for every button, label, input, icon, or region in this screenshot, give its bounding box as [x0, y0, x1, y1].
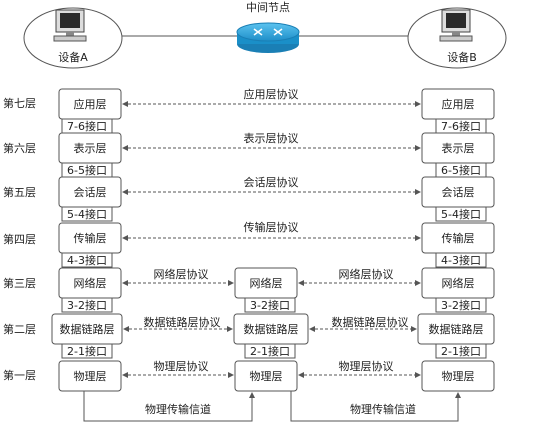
computer-b-icon — [439, 9, 473, 42]
protocol-label-session: 会话层协议 — [244, 175, 299, 189]
device-b-label: 设备B — [447, 50, 477, 64]
b-iface-4-3 — [435, 252, 487, 268]
a-iface-4-3-label: 4-3接口 — [67, 254, 107, 267]
a-iface-5-4 — [61, 206, 113, 222]
layer-name-2: 第二层 — [3, 322, 36, 336]
b-box-application-label: 应用层 — [442, 97, 475, 111]
channel-label-right: 物理传输信道 — [350, 402, 416, 416]
layer-name-3: 第三层 — [3, 276, 36, 290]
protocol-label-datalink-right: 数据链路层协议 — [332, 315, 409, 329]
b-box-datalink-label: 数据链路层 — [429, 322, 484, 336]
device-a-label: 设备A — [58, 50, 88, 64]
b-iface-2-1-label: 2-1接口 — [441, 345, 481, 358]
layer-name-5: 第五层 — [3, 185, 36, 199]
layer-name-1: 第一层 — [3, 368, 36, 382]
a-iface-4-3 — [61, 252, 113, 268]
a-box-network-label: 网络层 — [74, 276, 107, 290]
computer-a-icon — [53, 9, 87, 42]
a-iface-7-6-label: 7-6接口 — [67, 120, 107, 133]
b-iface-4-3-label: 4-3接口 — [441, 254, 481, 267]
channel-line-left — [83, 391, 255, 422]
m-iface-3-2-label: 3-2接口 — [250, 299, 290, 312]
b-box-physical-label: 物理层 — [442, 369, 475, 383]
protocol-label-network-right: 网络层协议 — [339, 267, 394, 281]
a-iface-2-1 — [61, 343, 113, 359]
b-iface-3-2-label: 3-2接口 — [441, 299, 481, 312]
layer-name-4: 第四层 — [3, 232, 36, 246]
b-iface-7-6-label: 7-6接口 — [441, 120, 481, 133]
m-iface-3-2 — [244, 297, 296, 313]
m-iface-2-1 — [244, 343, 296, 359]
a-box-physical — [58, 360, 122, 392]
a-box-datalink-label: 数据链路层 — [60, 322, 115, 336]
layer-name-7: 第七层 — [3, 96, 36, 110]
channel-line-right — [290, 391, 461, 422]
protocol-label-physical-left: 物理层协议 — [154, 359, 209, 373]
b-box-physical — [421, 360, 495, 392]
a-iface-6-5-label: 6-5接口 — [67, 164, 107, 177]
protocol-label-physical-right: 物理层协议 — [339, 359, 394, 373]
router-icon — [236, 22, 300, 53]
b-box-session-label: 会话层 — [442, 186, 475, 199]
a-box-session-label: 会话层 — [74, 186, 107, 199]
m-box-physical-label: 物理层 — [250, 369, 283, 383]
protocol-label-application: 应用层协议 — [244, 87, 299, 101]
m-iface-2-1-label: 2-1接口 — [250, 345, 290, 358]
b-box-network-label: 网络层 — [442, 276, 475, 290]
a-box-transport-label: 传输层 — [74, 231, 107, 245]
middle-node-label: 中间节点 — [246, 1, 290, 14]
protocol-label-datalink-left: 数据链路层协议 — [144, 315, 221, 329]
b-iface-5-4-label: 5-4接口 — [441, 208, 481, 221]
b-iface-5-4 — [435, 206, 487, 222]
channel-label-left: 物理传输信道 — [145, 402, 211, 416]
protocol-label-presentation: 表示层协议 — [244, 131, 299, 145]
b-iface-3-2 — [435, 297, 487, 313]
a-box-application-label: 应用层 — [74, 97, 107, 111]
m-box-network-label: 网络层 — [250, 276, 283, 290]
a-box-physical-label: 物理层 — [74, 369, 107, 383]
protocol-label-transport: 传输层协议 — [244, 220, 299, 234]
a-iface-5-4-label: 5-4接口 — [67, 208, 107, 221]
b-box-presentation-label: 表示层 — [442, 141, 475, 155]
m-box-physical — [234, 360, 298, 392]
a-box-presentation-label: 表示层 — [74, 141, 107, 155]
a-iface-2-1-label: 2-1接口 — [67, 345, 107, 358]
m-box-datalink-label: 数据链路层 — [244, 322, 299, 336]
a-iface-3-2 — [61, 297, 113, 313]
b-iface-2-1 — [435, 343, 487, 359]
b-iface-6-5-label: 6-5接口 — [441, 164, 481, 177]
protocol-label-network-left: 网络层协议 — [154, 267, 209, 281]
layer-name-6: 第六层 — [3, 141, 36, 155]
b-box-transport-label: 传输层 — [442, 231, 475, 245]
a-iface-3-2-label: 3-2接口 — [67, 299, 107, 312]
